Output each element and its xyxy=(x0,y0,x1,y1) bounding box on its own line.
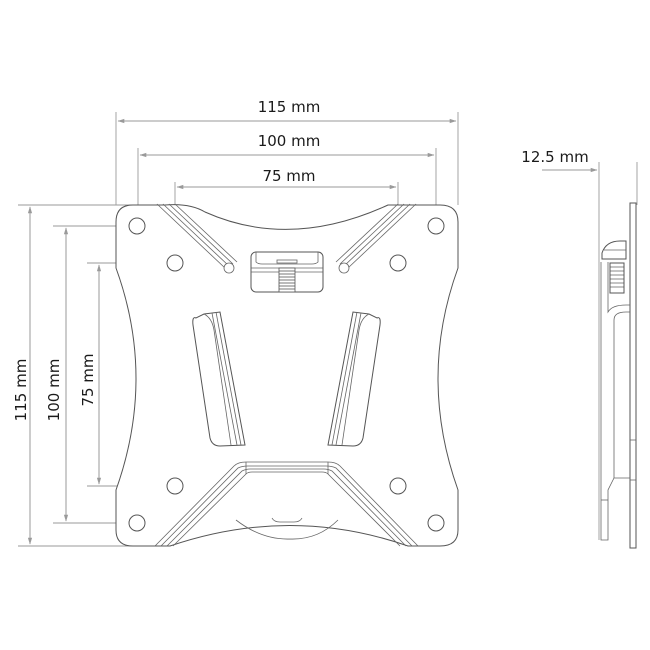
rib-top-right xyxy=(335,203,417,274)
mount-hole-75-top-left xyxy=(166,254,184,272)
dimension-label-75-vertical: 75 mm xyxy=(79,353,97,406)
dimension-label-100-horizontal: 100 mm xyxy=(258,132,321,150)
side-screw-thread xyxy=(609,262,625,294)
mount-hole-75-top-right xyxy=(389,254,407,272)
rib-bottom xyxy=(154,461,419,547)
dimension-label-115-horizontal: 115 mm xyxy=(258,98,321,116)
mount-hole-100-top-right xyxy=(427,217,445,235)
dimension-label-115-vertical: 115 mm xyxy=(12,359,30,422)
rib-top-left xyxy=(156,203,238,274)
mount-hole-75-bottom-left xyxy=(166,477,184,495)
mount-side-view: 12.5 mm xyxy=(521,148,638,549)
side-rear-plate xyxy=(629,202,637,549)
side-bracket-body xyxy=(600,262,630,541)
plate-outline xyxy=(115,204,459,547)
bottom-tab xyxy=(235,517,339,540)
mount-hole-100-bottom-left xyxy=(128,514,146,532)
dimension-label-75-horizontal: 75 mm xyxy=(262,167,315,185)
dimension-label-100-vertical: 100 mm xyxy=(45,359,63,422)
slot-right xyxy=(327,311,381,447)
dimension-label-depth: 12.5 mm xyxy=(521,148,588,166)
mount-plate-front-view xyxy=(115,203,459,547)
mount-hole-100-bottom-right xyxy=(427,514,445,532)
mount-hole-75-bottom-right xyxy=(389,477,407,495)
vertical-dimensions: 115 mm 100 mm 75 mm xyxy=(12,204,172,547)
latch-screw-thread xyxy=(278,267,296,293)
slot-left xyxy=(192,311,246,447)
mount-hole-100-top-left xyxy=(128,217,146,235)
tilt-latch xyxy=(250,251,324,293)
